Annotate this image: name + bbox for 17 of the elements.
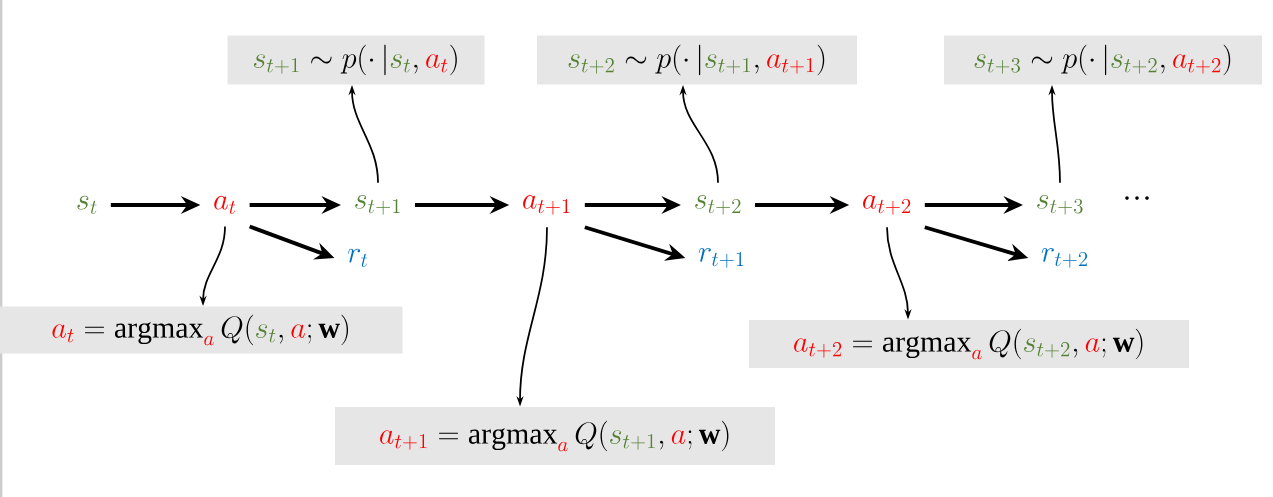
formula-box: $\textcolor[HTML]{FF0000}{a_{t+1}} = \mathrm{argmax}_{\textcolor[HTML]{FF0000}{a}}\, Q(\textcolor[HTML]{548235}{s_{t+1}}, \textcolor[HTML]{FF0000}{a}; \mathbf{w})$ <box>335 407 775 465</box>
variable-label: $\textcolor[HTML]{548235}{s_{t+2}}$ <box>695 195 741 215</box>
variable-label: $\textcolor[HTML]{548235}{s_{t}}$ <box>77 195 97 215</box>
formula-box: $\textcolor[HTML]{548235}{s_{t+3}} \sim p(\cdot\,|\textcolor[HTML]{548235}{s_{t+2}}, \textcolor[HTML]{FF0000}{a_{t+2}})$ <box>944 35 1262 85</box>
variable-label: $\textcolor[HTML]{FF0000}{a_{t}}$ <box>214 195 236 215</box>
ellipsis: … <box>1125 196 1149 200</box>
formula-box: $\textcolor[HTML]{548235}{s_{t+1}} \sim p(\cdot\,|\textcolor[HTML]{548235}{s_{t}}, \textcolor[HTML]{FF0000}{a_{t}})$ <box>227 35 485 85</box>
formula-box: $\textcolor[HTML]{FF0000}{a_{t+2}} = \mathrm{argmax}_{\textcolor[HTML]{FF0000}{a}}\, Q(\textcolor[HTML]{548235}{s_{t+2}}, \textcolor[HTML]{FF0000}{a}; \mathbf{w})$ <box>749 320 1189 368</box>
variable-label: $\textcolor[HTML]{0070C0}{r_{t}}$ <box>347 248 368 268</box>
variable-label: $\textcolor[HTML]{0070C0}{r_{t+1}}$ <box>698 248 744 268</box>
variable-label: $\textcolor[HTML]{0070C0}{r_{t+2}}$ <box>1041 248 1088 268</box>
formula-box: $\textcolor[HTML]{548235}{s_{t+2}} \sim p(\cdot\,|\textcolor[HTML]{548235}{s_{t+1}}, \textcolor[HTML]{FF0000}{a_{t+1}})$ <box>537 35 857 85</box>
variable-label: $\textcolor[HTML]{548235}{s_{t+3}}$ <box>1037 195 1083 215</box>
variable-label: $\textcolor[HTML]{FF0000}{a_{t+2}}$ <box>863 195 911 215</box>
variable-label: $\textcolor[HTML]{FF0000}{a_{t+1}}$ <box>523 195 570 215</box>
variable-label: $\textcolor[HTML]{548235}{s_{t+1}}$ <box>355 195 400 215</box>
formula-box: $\textcolor[HTML]{FF0000}{a_{t}} = \mathrm{argmax}_{\textcolor[HTML]{FF0000}{a}}\, Q(\textcolor[HTML]{548235}{s_{t}}, \textcolor[HTML]{FF0000}{a}; \mathbf{w})$ <box>0 306 403 354</box>
